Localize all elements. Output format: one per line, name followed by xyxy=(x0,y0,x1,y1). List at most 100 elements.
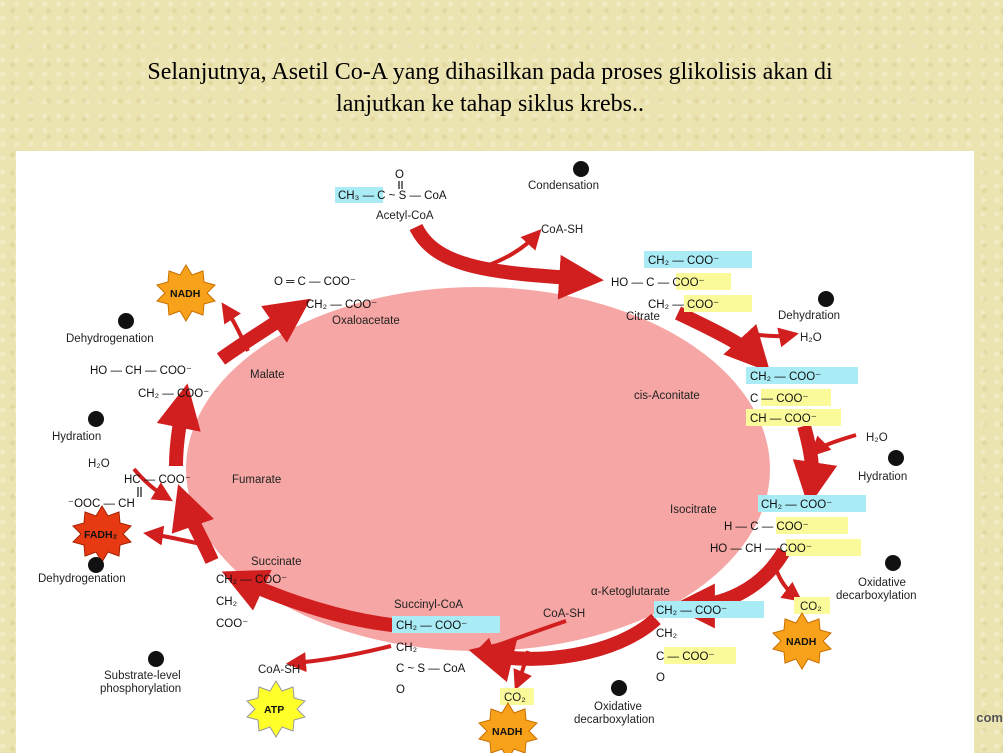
molecule-succinyl-coa: CH₂ — COO⁻ CH₂ C ~ S — CoA O Succinyl-Co… xyxy=(392,599,500,696)
molecule-oxaloacetate: O ═ C — COO⁻ CH₂ — COO⁻ Oxaloacetate xyxy=(274,276,400,327)
svg-text:CH₂: CH₂ xyxy=(656,628,677,640)
svg-text:CH — COO⁻: CH — COO⁻ xyxy=(750,413,817,425)
svg-text:CH₂ — COO⁻: CH₂ — COO⁻ xyxy=(648,255,719,267)
h2o-in-right-label: H₂O xyxy=(866,432,888,444)
svg-text:HC — COO⁻: HC — COO⁻ xyxy=(124,474,191,486)
fadh2-badge: FADH₂ xyxy=(72,505,132,563)
arrow-h2o-out xyxy=(750,327,799,348)
svg-text:H — C — COO⁻: H — C — COO⁻ xyxy=(724,521,809,533)
svg-text:O: O xyxy=(395,169,404,181)
svg-text:ATP: ATP xyxy=(264,704,284,716)
atp-badge: ATP xyxy=(246,680,306,738)
succinate-label: Succinate xyxy=(251,556,302,568)
oxidative-decarboxylation-bottom-label: Oxidative decarboxylation xyxy=(574,701,655,726)
svg-text:NADH: NADH xyxy=(492,726,522,738)
svg-text:CH₂ — COO⁻: CH₂ — COO⁻ xyxy=(138,388,209,400)
molecule-citrate: CH₂ — COO⁻ HO — C — COO⁻ CH₂ — COO⁻ Citr… xyxy=(611,251,752,323)
svg-text:CH₂: CH₂ xyxy=(216,596,237,608)
step-9-badge xyxy=(118,313,134,329)
arrow-malate-to-oxaloacetate xyxy=(216,298,311,365)
molecule-acetyl-coa: O CH₃ — C ~ S — CoA Acetyl-CoA xyxy=(335,169,447,222)
acetyl-coa-label: Acetyl-CoA xyxy=(376,210,434,222)
arrow-co2-bottom xyxy=(513,650,532,691)
step-2-badge xyxy=(818,291,834,307)
svg-text:CH₃ — C ~ S — CoA: CH₃ — C ~ S — CoA xyxy=(338,190,447,202)
svg-text:CH₂ — COO⁻: CH₂ — COO⁻ xyxy=(396,620,467,632)
arrow-coa-sh-in xyxy=(473,619,567,657)
dehydration-label: Dehydration xyxy=(778,310,840,322)
arrow-succinylcoa-to-succinate xyxy=(221,569,402,633)
molecule-cis-aconitate: CH₂ — COO⁻ C — COO⁻ CH — COO⁻ cis-Aconit… xyxy=(634,367,858,426)
h2o-out-label: H₂O xyxy=(800,332,822,344)
succinyl-coa-label: Succinyl-CoA xyxy=(394,599,463,611)
h2o-in-left-label: H₂O xyxy=(88,458,110,470)
cycle-area xyxy=(186,287,770,651)
svg-text:CH₂ — COO⁻: CH₂ — COO⁻ xyxy=(750,371,821,383)
arrow-succinate-to-fumarate xyxy=(171,484,219,564)
slide-title-line-1: Selanjutnya, Asetil Co-A yang dihasilkan… xyxy=(147,59,833,85)
alpha-ketoglutarate-label: α-Ketoglutarate xyxy=(591,586,670,598)
co2-right-highlight xyxy=(794,597,830,614)
krebs-cycle-diagram: O CH₃ — C ~ S — CoA Acetyl-CoA Condensat… xyxy=(38,161,917,753)
arrow-coa-sh-out xyxy=(286,644,392,673)
slide-title: Selanjutnya, Asetil Co-A yang dihasilkan… xyxy=(40,56,940,120)
arrow-h2o-in-left xyxy=(132,467,173,502)
molecule-isocitrate: CH₂ — COO⁻ H — C — COO⁻ HO — CH — COO⁻ I… xyxy=(670,495,866,556)
svg-text:C — COO⁻: C — COO⁻ xyxy=(656,651,714,663)
molecule-malate: HO — CH — COO⁻ CH₂ — COO⁻ Malate xyxy=(90,365,285,400)
svg-text:CH₂ — COO⁻: CH₂ — COO⁻ xyxy=(656,605,727,617)
co2-bottom-label: CO₂ xyxy=(504,692,526,704)
svg-text:CH₂ — COO⁻: CH₂ — COO⁻ xyxy=(761,499,832,511)
krebs-cycle-diagram-panel: O CH₃ — C ~ S — CoA Acetyl-CoA Condensat… xyxy=(16,151,974,753)
dehydrogenation-top-label: Dehydrogenation xyxy=(66,333,154,345)
arrow-co2-right xyxy=(774,568,803,602)
nadh-bottom-badge: NADH xyxy=(478,702,538,753)
step-8-badge xyxy=(88,411,104,427)
svg-text:O: O xyxy=(656,672,665,684)
step-3-badge xyxy=(888,450,904,466)
arrow-to-nadh-top xyxy=(221,302,250,352)
svg-text:NADH: NADH xyxy=(786,636,816,648)
hydration-right-label: Hydration xyxy=(858,471,907,483)
arrow-aconitate-to-isocitrate xyxy=(792,424,838,507)
svg-text:HO — C — COO⁻: HO — C — COO⁻ xyxy=(611,277,705,289)
arrow-to-fadh2 xyxy=(143,525,212,548)
svg-text:COO⁻: COO⁻ xyxy=(216,618,248,630)
svg-text:HO — CH — COO⁻: HO — CH — COO⁻ xyxy=(710,543,812,555)
svg-text:C — COO⁻: C — COO⁻ xyxy=(750,393,808,405)
arrow-coa-sh-out-top xyxy=(475,229,542,271)
svg-text:CH₂: CH₂ xyxy=(396,642,417,654)
arrow-citrate-to-aconitate xyxy=(675,306,771,373)
coa-sh-out-label: CoA-SH xyxy=(258,664,300,676)
footer-url-fragment: com xyxy=(976,710,1003,725)
co2-bottom-highlight xyxy=(500,688,534,705)
molecule-fumarate: HC — COO⁻ ⁻OOC — CH Fumarate xyxy=(68,474,281,510)
svg-text:FADH₂: FADH₂ xyxy=(84,529,118,541)
arrow-ketoglutarate-to-succinylcoa xyxy=(468,613,661,683)
isocitrate-label: Isocitrate xyxy=(670,504,717,516)
nadh-right-badge: NADH xyxy=(772,612,832,670)
svg-text:NADH: NADH xyxy=(170,288,200,300)
svg-text:CH₂ — COO⁻: CH₂ — COO⁻ xyxy=(648,299,719,311)
side-arrows xyxy=(132,229,857,691)
hydration-left-label: Hydration xyxy=(52,431,101,443)
molecule-succinate: CH₂ — COO⁻ CH₂ COO⁻ Succinate xyxy=(216,556,302,630)
oxaloacetate-label: Oxaloacetate xyxy=(332,315,400,327)
co2-right-label: CO₂ xyxy=(800,601,822,613)
step-5-badge xyxy=(611,680,627,696)
malate-label: Malate xyxy=(250,369,285,381)
oxidative-decarboxylation-right-label: Oxidative decarboxylation xyxy=(836,577,917,602)
svg-text:CH₂ — COO⁻: CH₂ — COO⁻ xyxy=(216,574,287,586)
arrow-fumarate-to-malate xyxy=(156,383,201,467)
cis-aconitate-label: cis-Aconitate xyxy=(634,390,700,402)
svg-text:CH₂ — COO⁻: CH₂ — COO⁻ xyxy=(306,299,377,311)
step-4-badge xyxy=(885,555,901,571)
svg-text:HO — CH — COO⁻: HO — CH — COO⁻ xyxy=(90,365,192,377)
svg-text:O ═ C — COO⁻: O ═ C — COO⁻ xyxy=(274,276,356,288)
coa-sh-top-label: CoA-SH xyxy=(541,224,583,236)
svg-text:⁻OOC — CH: ⁻OOC — CH xyxy=(68,498,135,510)
coa-sh-in-label: CoA-SH xyxy=(543,608,585,620)
substrate-level-label: Substrate-level phosphorylation xyxy=(100,670,184,695)
step-7-badge xyxy=(88,557,104,573)
molecule-alpha-ketoglutarate: CH₂ — COO⁻ CH₂ C — COO⁻ O α-Ketoglutarat… xyxy=(591,586,764,684)
